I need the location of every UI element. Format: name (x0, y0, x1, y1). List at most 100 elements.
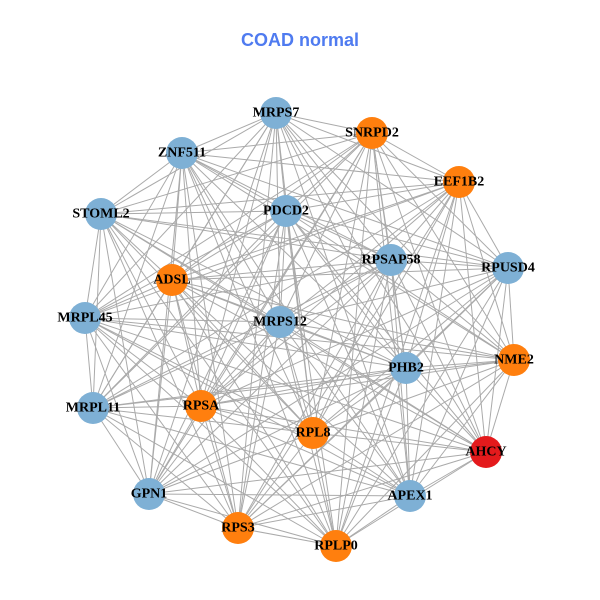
edge-STOML2-RPLP0 (100, 213, 337, 547)
node-RPLP0: RPLP0 (314, 530, 358, 562)
edge-AHCY-GPN1 (148, 451, 487, 495)
edge-PHB2-MRPL11 (92, 367, 407, 409)
edge-MRPS12-RPL8 (279, 321, 314, 434)
edge-RPSAP58-RPS3 (237, 259, 392, 529)
edge-STOML2-RPL8 (100, 213, 314, 434)
edge-PDCD2-RPSA (200, 210, 287, 407)
node-label: PHB2 (388, 361, 424, 376)
edge-MRPS12-RPS3 (237, 321, 281, 529)
edge-ZNF511-MRPL11 (92, 152, 183, 409)
edge-STOML2-RPS3 (100, 213, 239, 529)
edge-MRPL45-RPSA (84, 317, 202, 407)
edge-RPSAP58-GPN1 (148, 259, 392, 495)
edge-ZNF511-GPN1 (148, 152, 183, 495)
node-circle (356, 117, 388, 149)
node-label: PDCD2 (263, 204, 309, 219)
node-label: RPSAP58 (361, 253, 420, 268)
node-label: STOML2 (72, 207, 129, 222)
edge-RPSA-AHCY (200, 405, 487, 453)
node-label: NME2 (494, 353, 534, 368)
node-circle (156, 264, 188, 296)
edge-MRPS12-NME2 (279, 321, 515, 361)
edge-SNRPD2-APEX1 (371, 132, 411, 497)
edge-PDCD2-RPS3 (237, 210, 287, 529)
node-circle (498, 344, 530, 376)
edge-STOML2-PHB2 (100, 213, 407, 369)
edge-ADSL-AHCY (171, 279, 487, 453)
edge-RPL8-RPS3 (237, 432, 314, 529)
edge-ZNF511-MRPL45 (84, 152, 183, 319)
edge-ZNF511-PHB2 (181, 152, 407, 369)
edge-RPUSD4-ADSL (171, 267, 509, 281)
edge-ADSL-RPLP0 (171, 279, 337, 547)
node-MRPL45: MRPL45 (57, 302, 113, 334)
node-label: ADSL (153, 273, 190, 288)
edge-RPSAP58-PHB2 (390, 259, 407, 369)
chart-title: COAD normal (240, 30, 359, 50)
edge-ZNF511-STOML2 (100, 152, 183, 215)
edge-PDCD2-PHB2 (285, 210, 407, 369)
edge-STOML2-RPUSD4 (100, 213, 509, 269)
edge-MRPL45-GPN1 (84, 317, 150, 495)
edge-RPSA-APEX1 (200, 405, 411, 497)
edge-PDCD2-MRPS12 (279, 210, 287, 323)
edge-PDCD2-RPSAP58 (285, 210, 392, 261)
edge-RPS3-RPLP0 (237, 527, 337, 547)
edge-RPSA-RPS3 (200, 405, 239, 529)
edge-STOML2-MRPL45 (84, 213, 102, 319)
node-label: MRPS7 (253, 106, 300, 121)
edge-SNRPD2-STOML2 (100, 132, 373, 215)
node-RPL8: RPL8 (296, 417, 331, 449)
node-label: RPS3 (221, 521, 254, 536)
edge-NME2-AHCY (485, 359, 515, 453)
node-circle (390, 352, 422, 384)
node-label: AHCY (465, 445, 506, 460)
node-label: GPN1 (131, 487, 168, 502)
edge-RPL8-GPN1 (148, 432, 314, 495)
node-label: RPL8 (296, 426, 331, 441)
edge-MRPS12-MRPL11 (92, 321, 281, 409)
edge-MRPS12-AHCY (279, 321, 487, 453)
edge-ADSL-RPL8 (171, 279, 314, 434)
node-label: MRPL11 (66, 401, 120, 416)
node-circle (166, 137, 198, 169)
edge-STOML2-PDCD2 (100, 210, 287, 215)
node-circle (69, 302, 101, 334)
edge-GPN1-APEX1 (148, 493, 411, 497)
edge-SNRPD2-EEF1B2 (371, 132, 460, 183)
edge-PDCD2-AHCY (285, 210, 487, 453)
edge-SNRPD2-RPUSD4 (371, 132, 509, 269)
edge-PDCD2-GPN1 (148, 210, 287, 495)
edge-MRPL45-PHB2 (84, 317, 407, 369)
edge-ZNF511-RPUSD4 (181, 152, 509, 269)
edge-PHB2-RPL8 (312, 367, 407, 434)
node-AHCY: AHCY (465, 436, 507, 468)
edge-MRPS7-MRPL45 (84, 112, 277, 319)
edge-SNRPD2-MRPL11 (92, 132, 373, 409)
node-circle (394, 480, 426, 512)
node-label: RPUSD4 (481, 261, 535, 276)
edge-PHB2-RPLP0 (335, 367, 407, 547)
node-label: SNRPD2 (345, 126, 399, 141)
edge-MRPS7-NME2 (275, 112, 515, 361)
edge-SNRPD2-MRPL45 (84, 132, 373, 319)
node-RPUSD4: RPUSD4 (481, 252, 535, 284)
edge-MRPS7-APEX1 (275, 112, 411, 497)
node-circle (260, 97, 292, 129)
edge-EEF1B2-NME2 (458, 181, 515, 361)
edge-ZNF511-PDCD2 (181, 152, 287, 212)
edge-SNRPD2-ZNF511 (181, 132, 373, 154)
node-circle (470, 436, 502, 468)
node-label: RPLP0 (314, 539, 358, 554)
edge-SNRPD2-NME2 (371, 132, 515, 361)
edge-PDCD2-MRPL45 (84, 210, 287, 319)
edge-RPSAP58-ADSL (171, 259, 392, 281)
edge-RPSAP58-MRPL45 (84, 259, 392, 319)
node-label: MRPL45 (57, 311, 112, 326)
edge-MRPL11-GPN1 (92, 407, 150, 495)
edge-PHB2-NME2 (405, 359, 515, 369)
node-circle (297, 417, 329, 449)
node-APEX1: APEX1 (387, 480, 433, 512)
